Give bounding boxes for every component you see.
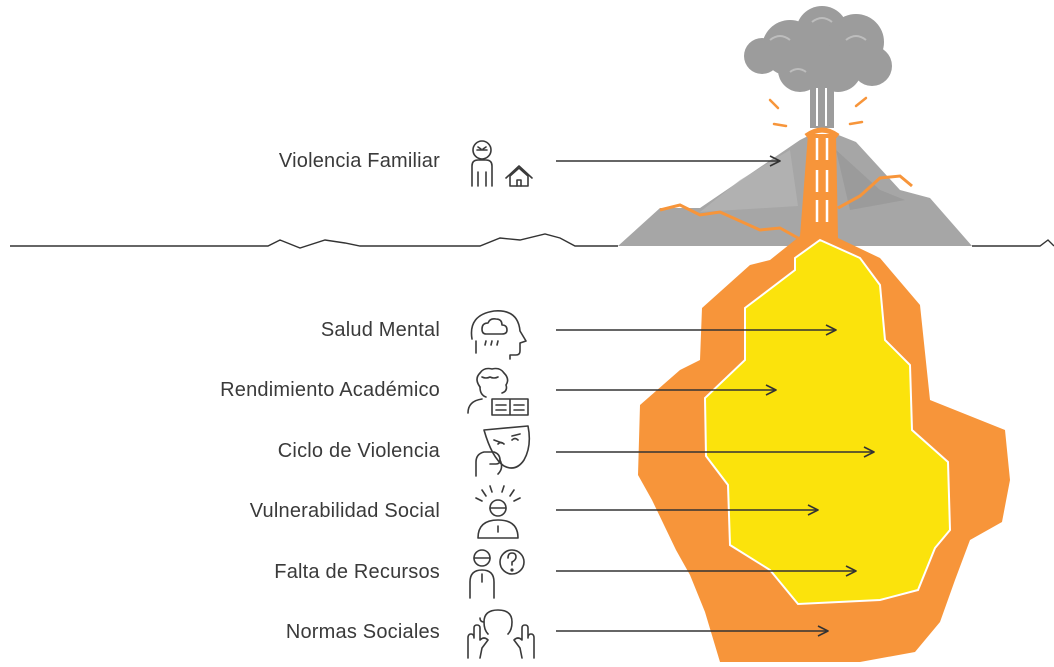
- label-violencia-familiar: Violencia Familiar: [278, 150, 440, 172]
- volcano-cone: [618, 134, 972, 246]
- family-violence-icon: [462, 136, 540, 192]
- student-reading-icon: [462, 363, 540, 419]
- magma-core: [703, 238, 952, 606]
- ash-cloud: [744, 6, 892, 128]
- mental-health-icon: [462, 303, 540, 360]
- label-salud-mental: Salud Mental: [320, 319, 440, 341]
- label-falta-recursos: Falta de Recursos: [274, 561, 440, 583]
- label-ciclo-violencia: Ciclo de Violencia: [277, 440, 440, 462]
- lava-vent: [804, 127, 840, 238]
- mask-icon: [462, 424, 540, 480]
- label-rendimiento-academico: Rendimiento Académico: [220, 379, 440, 401]
- hands-head-icon: [462, 604, 540, 660]
- ground-line: [10, 233, 1054, 249]
- label-vulnerabilidad-social: Vulnerabilidad Social: [249, 500, 440, 522]
- distressed-person-icon: [462, 484, 540, 540]
- person-question-icon: [462, 544, 540, 600]
- label-normas-sociales: Normas Sociales: [285, 621, 440, 643]
- lava-sparks: [768, 96, 868, 128]
- connector-arrows: [556, 155, 875, 637]
